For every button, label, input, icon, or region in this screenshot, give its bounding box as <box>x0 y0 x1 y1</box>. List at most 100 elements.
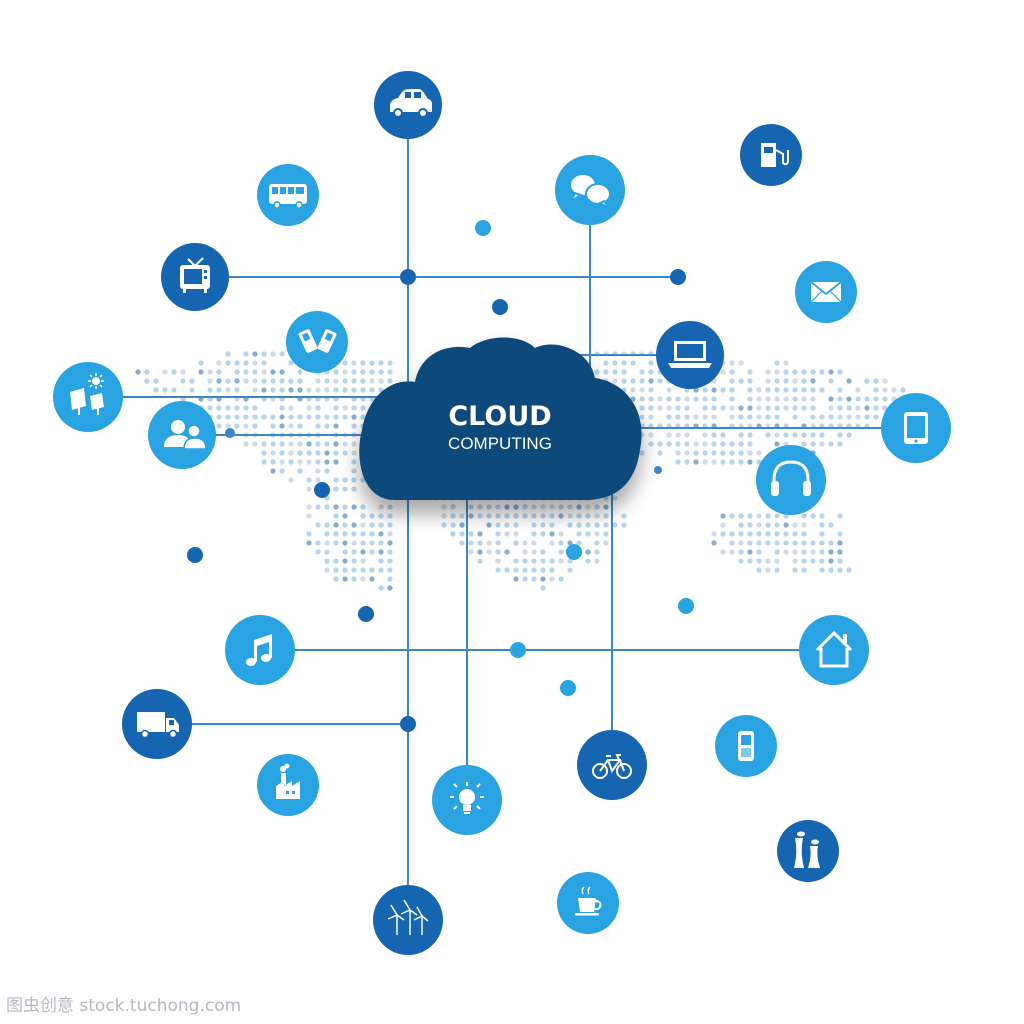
map-dot <box>378 531 384 537</box>
map-dot <box>495 504 501 510</box>
map-dot <box>324 540 330 546</box>
map-dot <box>774 558 780 564</box>
map-dot <box>612 522 618 528</box>
map-dot <box>297 387 303 393</box>
map-dot <box>342 486 348 492</box>
map-dot <box>855 396 861 402</box>
map-dot <box>459 513 465 519</box>
map-dot <box>513 567 519 573</box>
map-dot <box>306 405 312 411</box>
map-dot <box>765 513 771 519</box>
node-headphones <box>756 445 826 515</box>
map-dot <box>351 549 357 555</box>
map-dot <box>279 414 285 420</box>
map-dot <box>693 459 699 465</box>
map-dot <box>666 432 672 438</box>
map-dot <box>252 378 258 384</box>
map-dot <box>387 576 393 582</box>
map-dot <box>234 360 240 366</box>
map-dot <box>261 459 267 465</box>
map-dot <box>819 558 825 564</box>
map-dot <box>639 396 645 402</box>
map-dot <box>351 468 357 474</box>
map-dot <box>234 405 240 411</box>
map-dot <box>387 360 393 366</box>
network-dot <box>654 466 662 474</box>
map-dot <box>693 414 699 420</box>
map-dot <box>477 540 483 546</box>
map-dot <box>315 522 321 528</box>
map-dot <box>351 486 357 492</box>
map-dot <box>837 567 843 573</box>
map-dot <box>342 567 348 573</box>
map-dot <box>792 369 798 375</box>
map-dot <box>657 450 663 456</box>
bus-icon <box>269 184 307 209</box>
map-dot <box>612 495 618 501</box>
map-dot <box>648 378 654 384</box>
map-dot <box>702 405 708 411</box>
node-circle <box>756 445 826 515</box>
map-dot <box>279 387 285 393</box>
map-dot <box>288 360 294 366</box>
map-dot <box>378 567 384 573</box>
map-dot <box>270 459 276 465</box>
map-dot <box>792 558 798 564</box>
map-dot <box>234 387 240 393</box>
map-dot <box>315 441 321 447</box>
network-dot <box>566 544 582 560</box>
central-cloud <box>359 337 642 500</box>
map-dot <box>567 558 573 564</box>
map-dot <box>648 387 654 393</box>
map-dot <box>774 549 780 555</box>
map-dot <box>675 414 681 420</box>
map-dot <box>459 540 465 546</box>
map-dot <box>711 531 717 537</box>
map-dot <box>504 522 510 528</box>
map-dot <box>774 369 780 375</box>
map-dot <box>225 387 231 393</box>
coffee-cup-icon <box>575 886 602 916</box>
map-dot <box>792 432 798 438</box>
node-fuel <box>740 124 802 186</box>
map-dot <box>360 504 366 510</box>
map-dot <box>729 369 735 375</box>
map-dot <box>306 459 312 465</box>
map-dot <box>342 369 348 375</box>
map-dot <box>333 387 339 393</box>
map-dot <box>828 558 834 564</box>
map-dot <box>486 513 492 519</box>
map-dot <box>738 432 744 438</box>
map-dot <box>315 540 321 546</box>
node-circle <box>373 885 443 955</box>
map-dot <box>774 432 780 438</box>
map-dot <box>216 378 222 384</box>
map-dot <box>765 567 771 573</box>
map-dot <box>549 513 555 519</box>
map-dot <box>351 450 357 456</box>
map-dot <box>270 414 276 420</box>
map-dot <box>441 522 447 528</box>
map-dot <box>819 531 825 537</box>
map-dot <box>297 459 303 465</box>
map-dot <box>702 414 708 420</box>
map-dot <box>765 522 771 528</box>
map-dot <box>585 513 591 519</box>
map-dot <box>495 549 501 555</box>
network-dot <box>560 680 576 696</box>
map-dot <box>729 405 735 411</box>
map-dot <box>747 369 753 375</box>
bicycle-icon <box>592 754 632 779</box>
map-dot <box>783 387 789 393</box>
map-dot <box>333 477 339 483</box>
map-dot <box>468 540 474 546</box>
map-dot <box>333 513 339 519</box>
node-circle <box>53 362 123 432</box>
connector-lines <box>88 105 916 920</box>
map-dot <box>702 450 708 456</box>
map-dot <box>576 522 582 528</box>
map-dot <box>216 387 222 393</box>
map-dot <box>288 459 294 465</box>
map-dot <box>531 540 537 546</box>
map-dot <box>774 531 780 537</box>
